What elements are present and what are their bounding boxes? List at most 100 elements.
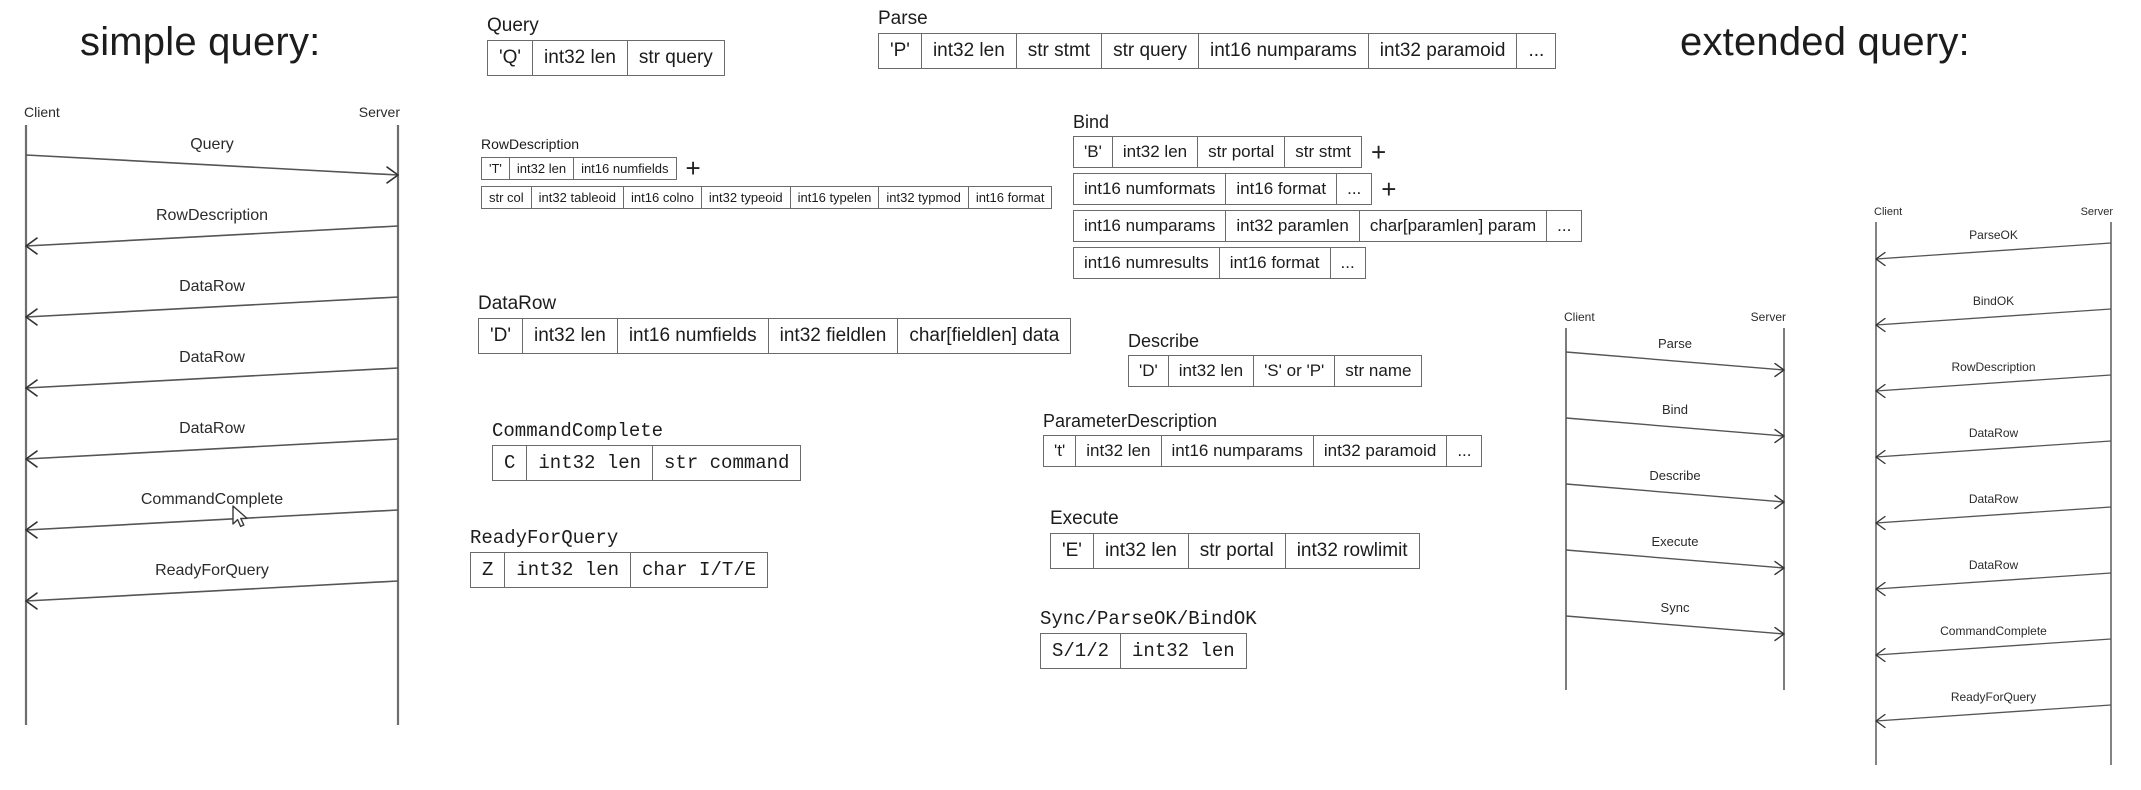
packet-field: str portal	[1189, 534, 1286, 568]
message-arrowhead	[1774, 428, 1785, 444]
actor-label-server: Server	[2081, 206, 2114, 218]
message-arrow	[1875, 374, 2112, 392]
packet-field: ...	[1457, 441, 1472, 460]
packet-field: 't'	[1044, 436, 1077, 466]
packet-ready-for-query-title: ReadyForQuery	[470, 527, 619, 549]
packet-describe: Describe 'D'int32 len'S' or 'P'str name	[1128, 331, 1423, 387]
packet-field: int32 typeoid	[702, 187, 791, 208]
packet-query-title: Query	[487, 15, 539, 36]
packet-field: int16 format	[1226, 174, 1338, 204]
packet-field-group: 'D'int32 len'S' or 'P'str name	[1128, 355, 1423, 387]
packet-field: int16 colno	[624, 187, 702, 208]
message-label: Query	[190, 136, 234, 153]
packet-field: 'D'	[479, 319, 523, 353]
packet-field: 'D'	[1129, 356, 1169, 386]
packet-field: int32 len	[505, 553, 632, 587]
heading-extended-query: extended query:	[1680, 20, 1970, 64]
packet-field: int32 len	[922, 34, 1017, 68]
packet-field: int32 len	[527, 446, 654, 480]
message-arrowhead	[1774, 560, 1785, 576]
message-arrow	[25, 509, 399, 531]
packet-field: int32 len	[523, 319, 618, 353]
message-arrow	[1875, 242, 2112, 260]
packet-field: char[paramlen] param	[1360, 211, 1548, 241]
packet-field: int16 numparams	[1074, 211, 1227, 241]
message-arrow	[1875, 506, 2112, 524]
message-arrowhead	[1774, 626, 1785, 642]
actor-label-server: Server	[359, 104, 401, 120]
packet-field: int32 len	[1076, 436, 1162, 466]
packet-bind-title: Bind	[1073, 112, 1110, 132]
message-arrowhead	[1875, 713, 1886, 729]
message-arrow	[25, 296, 399, 318]
message-arrowhead	[1774, 362, 1785, 378]
packet-field: int32 len	[533, 41, 628, 75]
packet-field: 'T'	[482, 157, 510, 179]
packet-field: int32 len	[510, 157, 575, 179]
packet-field: 'B'	[1074, 137, 1113, 167]
message-arrowhead	[1875, 581, 1886, 597]
packet-row-description-title: RowDescription	[481, 136, 580, 152]
message-arrow	[1565, 549, 1785, 569]
message-label: CommandComplete	[141, 491, 283, 508]
packet-field: int32 len	[1113, 137, 1199, 167]
message-label: ParseOK	[1969, 228, 2018, 242]
packet-field: char I/T/E	[642, 559, 757, 581]
message-arrowhead	[25, 592, 38, 610]
packet-field: 'S' or 'P'	[1254, 356, 1336, 386]
message-arrow	[25, 367, 399, 389]
message-label: DataRow	[1969, 426, 2019, 440]
packet-field: int16 numparams	[1162, 436, 1314, 466]
plus-icon: +	[685, 153, 701, 183]
message-arrow	[1565, 483, 1785, 503]
message-arrowhead	[1875, 449, 1886, 465]
packet-field: ...	[1557, 216, 1572, 235]
packet-field: 'E'	[1051, 534, 1094, 568]
packet-execute-title: Execute	[1050, 508, 1119, 529]
packet-field: C	[493, 446, 528, 480]
packet-field: int16 numformats	[1074, 174, 1227, 204]
message-label: Describe	[1649, 468, 1700, 483]
message-arrowhead	[25, 521, 38, 539]
message-arrow	[25, 438, 399, 460]
packet-field: int16 format	[975, 190, 1045, 205]
message-arrow	[1875, 440, 2112, 458]
message-arrowhead	[1875, 317, 1886, 333]
message-label: Bind	[1662, 402, 1688, 417]
packet-describe-title: Describe	[1128, 331, 1200, 351]
packet-field: 'P'	[879, 34, 922, 68]
